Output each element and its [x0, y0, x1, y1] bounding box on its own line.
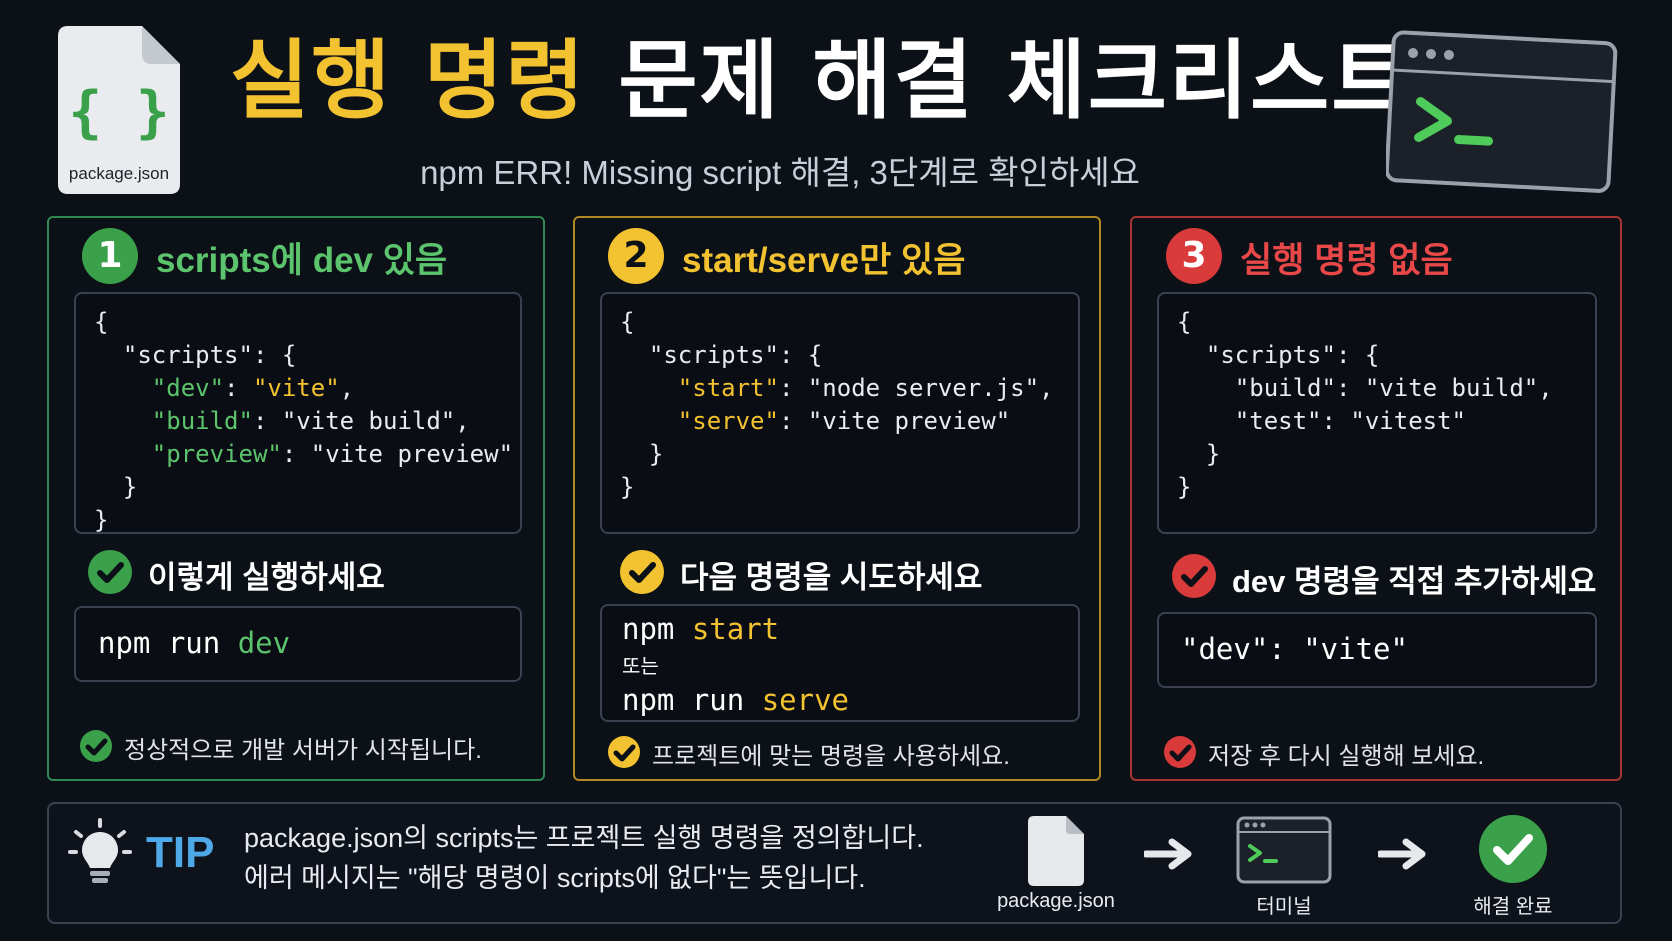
check-circle-icon: [620, 550, 664, 594]
check-circle-icon: [88, 550, 132, 594]
flow-label-terminal: 터미널: [1256, 896, 1312, 918]
check-small-icon: [80, 730, 112, 762]
arrow-right-icon: [1142, 838, 1196, 874]
panel-no-run-command: [1130, 216, 1622, 781]
flow-label-resolved: 해결 완료: [1473, 896, 1553, 918]
step-number-3: 3: [1166, 228, 1222, 284]
check-circle-icon: [1172, 554, 1216, 598]
command1-prefix: npm: [622, 612, 692, 646]
panel-2-subhead: 다음 명령을 시도하세요: [680, 560, 983, 595]
package-json-file-icon: { } package.json: [58, 26, 180, 194]
tip-label: TIP: [146, 828, 215, 877]
check-small-icon: [608, 736, 640, 768]
panel-start-serve-only: [573, 216, 1101, 781]
terminal-small-icon: [1236, 816, 1332, 884]
page-subtitle: npm ERR! Missing script 해결, 3단계로 확인하세요: [420, 154, 1140, 191]
panel-3-subhead: dev 명령을 직접 추가하세요: [1232, 564, 1597, 599]
lightbulb-icon: [68, 818, 132, 890]
tip-line-2: 에러 메시지는 "해당 명령이 scripts에 없다"는 뜻입니다.: [244, 863, 866, 893]
terminal-icon: [1384, 28, 1626, 198]
panel-2-title: start/serve만 있음: [682, 241, 966, 280]
panel-1-note: 정상적으로 개발 서버가 시작됩니다.: [124, 737, 482, 764]
check-done-icon: [1478, 814, 1548, 884]
panel-dev-exists: [47, 216, 545, 781]
panel-3-title: 실행 명령 없음: [1240, 241, 1453, 280]
title-highlight: 실행 명령: [230, 31, 587, 131]
title-rest: 문제 해결 체크리스트: [586, 31, 1413, 131]
page-title: 실행 명령 문제 해결 체크리스트: [230, 22, 1410, 140]
panel-1-subhead: 이렇게 실행하세요: [148, 560, 385, 595]
svg-text:{ }: { }: [68, 80, 169, 145]
panel-3-command: "dev": "vite": [1157, 612, 1597, 688]
panel-1-command: npm run dev: [74, 606, 522, 682]
command-prefix: npm run: [98, 626, 238, 660]
arrow-right-icon: [1376, 838, 1430, 874]
step-number-1: 1: [82, 228, 138, 284]
file-icon-label: package.json: [68, 164, 170, 183]
panel-2-note: 프로젝트에 맞는 명령을 사용하세요.: [652, 743, 1010, 770]
panel-3-code: { "scripts": { "build": "vite build", "t…: [1157, 292, 1597, 534]
command2-keyword: serve: [761, 683, 849, 717]
panel-2-code: { "scripts": { "start": "node server.js"…: [600, 292, 1080, 534]
step-number-2: 2: [608, 228, 664, 284]
panel-3-note: 저장 후 다시 실행해 보세요.: [1208, 743, 1485, 770]
file-icon: [1028, 816, 1084, 886]
panel-1-title: scripts에 dev 있음: [156, 241, 448, 280]
check-small-icon: [1164, 736, 1196, 768]
tip-bar: [47, 802, 1622, 924]
command1-keyword: start: [691, 612, 780, 646]
command-keyword: dev: [237, 626, 291, 660]
command2-prefix: npm run: [622, 683, 762, 717]
tip-line-1: package.json의 scripts는 프로젝트 실행 명령을 정의합니다…: [244, 823, 924, 853]
panel-1-code: { "scripts": { "dev": "vite", "build": "…: [74, 292, 522, 534]
flow-label-package-json: package.json: [997, 890, 1115, 912]
panel-2-commands: npm start 또는 npm run serve: [600, 604, 1080, 722]
or-text: 또는: [622, 654, 659, 678]
